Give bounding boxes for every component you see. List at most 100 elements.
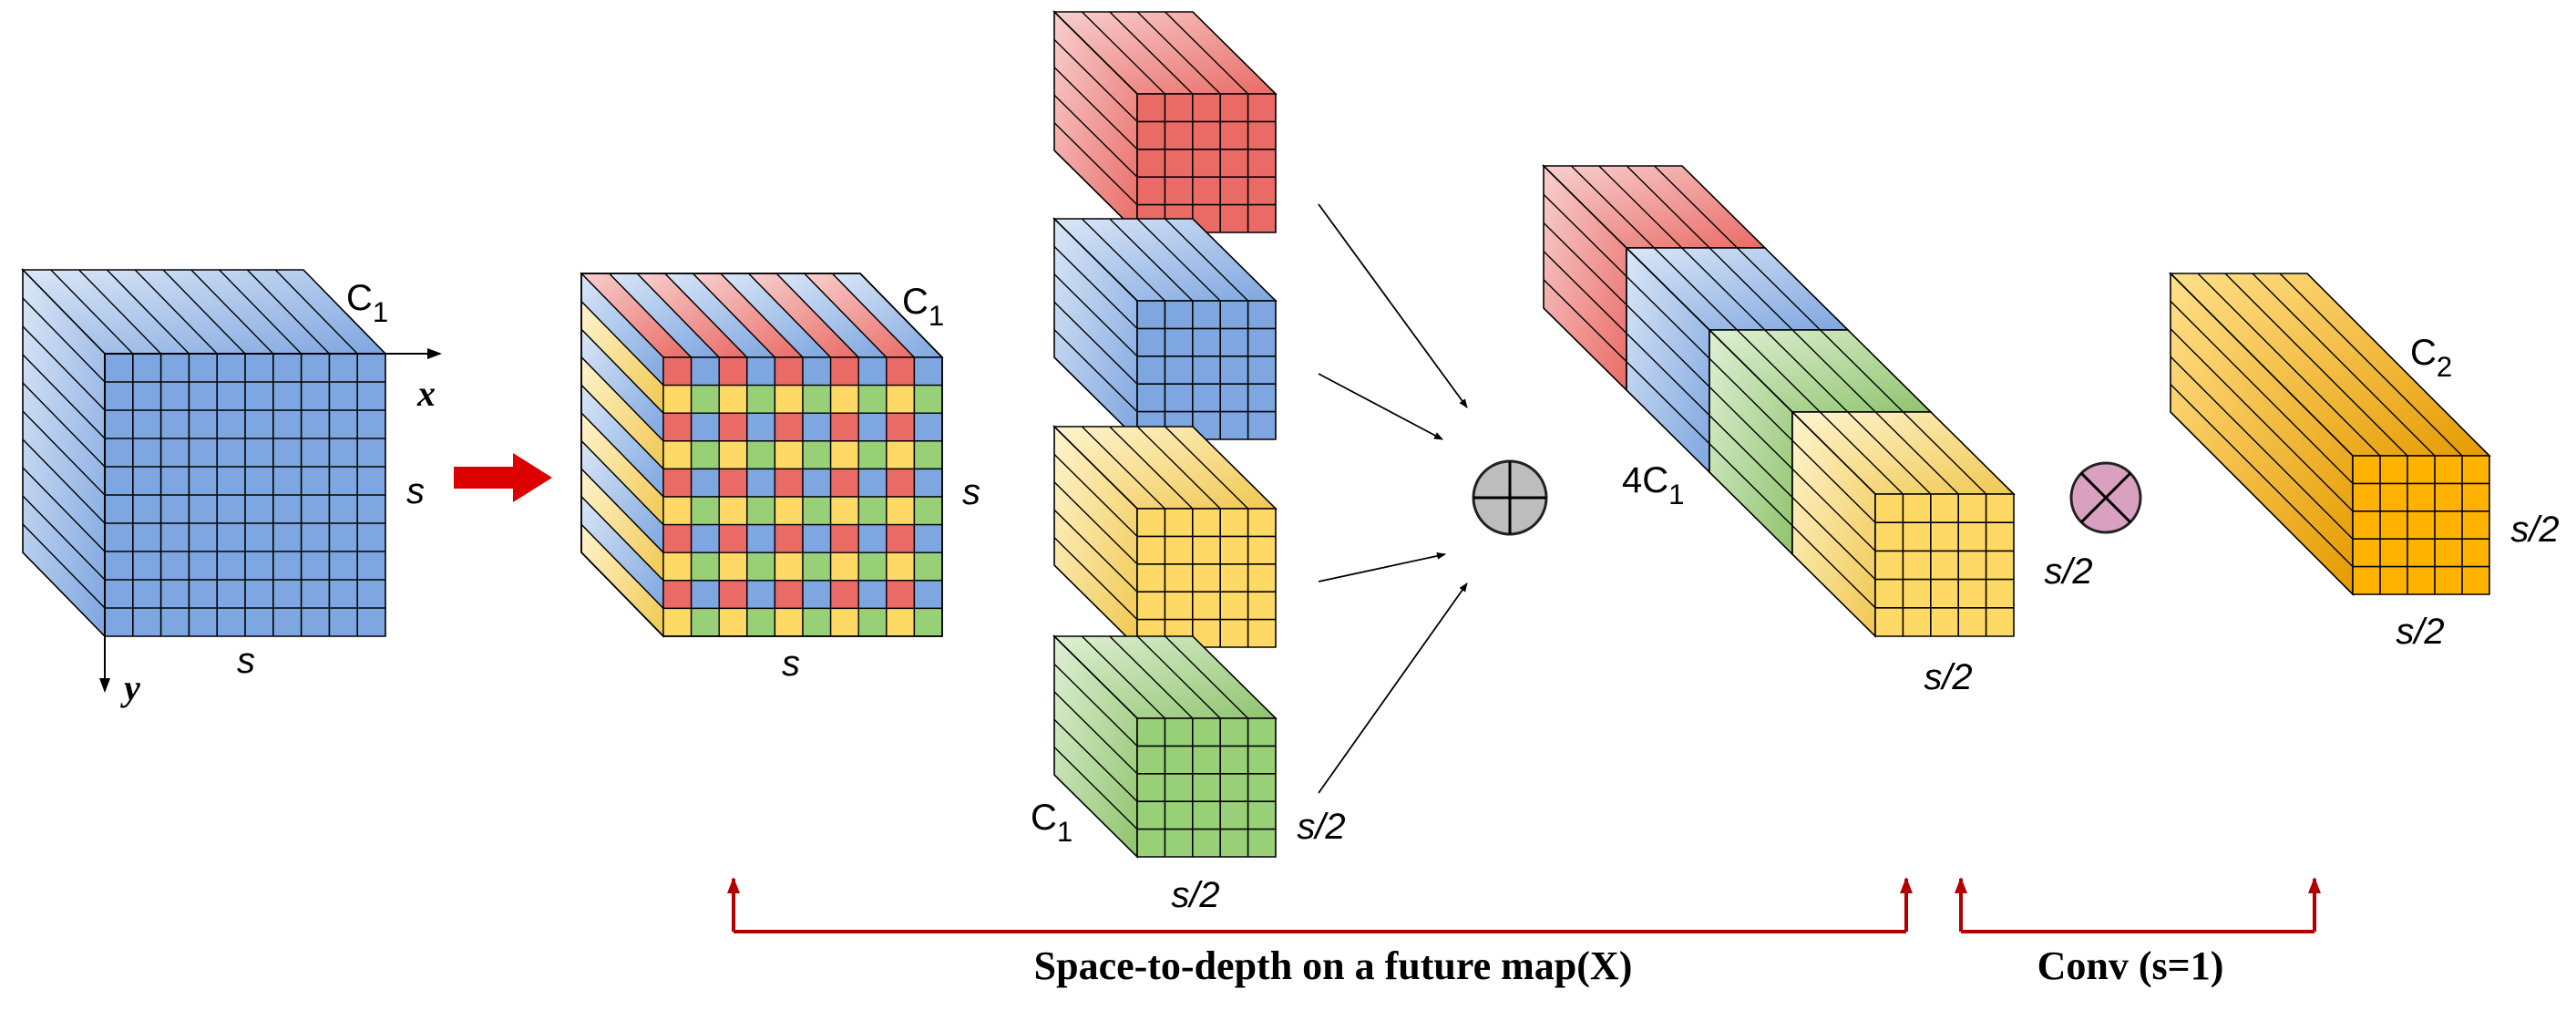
grid-cell (913, 580, 943, 610)
grid-cell (774, 384, 804, 414)
side-stripe (1053, 94, 1138, 178)
side-stripe (22, 438, 106, 524)
output-channel-label-main: C (2410, 333, 2437, 373)
grid-cell (802, 607, 832, 637)
grid-cell (746, 468, 776, 498)
side-stripe (1626, 361, 1710, 445)
sub-map-yellow (1052, 425, 1278, 649)
grid-cell (662, 551, 693, 582)
top-stripe (1136, 11, 1221, 95)
grid-cell (718, 496, 748, 526)
side-stripe (1053, 663, 1138, 747)
front-face (1136, 717, 1277, 858)
grid-cell (690, 580, 720, 610)
sub-map-green (1052, 634, 1278, 859)
top-stripe (246, 269, 330, 355)
grid-cell (774, 496, 804, 526)
grid-cell (886, 384, 916, 414)
x-axis-label: x (416, 373, 436, 414)
grid-cell (690, 412, 720, 442)
sub-size-right: s/2 (1297, 807, 1345, 847)
grid-cell (829, 523, 859, 553)
top-stripe (1570, 165, 1655, 249)
concatenated-feature-map (1542, 164, 2016, 638)
side-stripe (1626, 275, 1710, 359)
input-channel-label-sub: 1 (373, 296, 388, 328)
grid-cell (774, 440, 804, 470)
outline (580, 273, 943, 637)
conv-operator-icon (2069, 461, 2142, 534)
side-stripe (1053, 691, 1138, 775)
merge-arrow (1318, 551, 1446, 582)
side-stripe (1053, 273, 1138, 357)
grid-cell (690, 551, 720, 582)
grid-cell (886, 523, 916, 553)
front-face (2352, 455, 2490, 595)
grid-cell (662, 412, 693, 442)
grid-cell (690, 468, 720, 498)
top-stripe (1165, 635, 1249, 719)
sub-map-red (1052, 10, 1278, 234)
slab-3 (1791, 410, 2016, 638)
grid-cell (690, 356, 720, 386)
top-stripe (1626, 165, 1710, 249)
sub-channel-label: C1 (1031, 798, 1072, 848)
side-stripe (1626, 304, 1710, 387)
top-stripe (1681, 247, 1766, 331)
side-stripe (1791, 468, 1876, 551)
side-stripe (22, 382, 106, 468)
grid-cell (802, 580, 832, 610)
grid-cell (802, 468, 832, 498)
grid-cell (802, 356, 832, 386)
input-size-bottom: s (237, 641, 255, 681)
output-feature-map (2169, 272, 2491, 596)
grid-cell (802, 384, 832, 414)
input-size-right: s (406, 471, 425, 511)
side-stripe (22, 467, 106, 552)
grid-cell (746, 412, 776, 442)
input-channel-label: C1 (346, 278, 388, 328)
grid-cell (774, 580, 804, 610)
top-stripe (1654, 165, 1739, 249)
output-channel-label-sub: 2 (2437, 351, 2452, 383)
grid-cell (746, 580, 776, 610)
grid-cell (857, 412, 888, 442)
grid-cell (774, 551, 804, 582)
grid-cell (746, 440, 776, 470)
grid-cell (857, 468, 888, 498)
checker-size-right: s (962, 472, 980, 512)
grid-cell (857, 356, 888, 386)
top-stripe (2197, 273, 2381, 457)
grid-cell (662, 384, 693, 414)
top-stripe (162, 269, 246, 355)
grid-cell (886, 412, 916, 442)
side-stripe (2170, 384, 2354, 568)
grid-cell (802, 551, 832, 582)
grid-cell (718, 468, 748, 498)
top-stripe (1709, 247, 1793, 331)
grid-cell (746, 356, 776, 386)
top-stripe (1081, 426, 1165, 510)
stage-brackets (727, 877, 2321, 933)
concat-channel-label: 4C1 (1622, 460, 1685, 510)
grid-cell (690, 607, 720, 637)
top-stripe (1081, 11, 1165, 95)
grid-cell (746, 607, 776, 637)
grid-cell (857, 384, 888, 414)
side-stripe (1709, 386, 1793, 469)
top-stripe (1820, 329, 1904, 413)
top-stripe (1737, 247, 1822, 331)
grid-cell (913, 440, 943, 470)
grid-cell (913, 607, 943, 637)
side-stripe (1053, 301, 1138, 385)
grid-cell (746, 384, 776, 414)
top-stripe (2279, 273, 2463, 457)
side-stripe (1053, 67, 1138, 150)
top-stripe (1598, 165, 1683, 249)
merge-arrow (1318, 203, 1468, 408)
top-stripe (1819, 411, 1904, 495)
grid-cell (690, 384, 720, 414)
top-stripe (1109, 218, 1194, 302)
grid-cell (662, 607, 693, 637)
grid-cell (802, 412, 832, 442)
